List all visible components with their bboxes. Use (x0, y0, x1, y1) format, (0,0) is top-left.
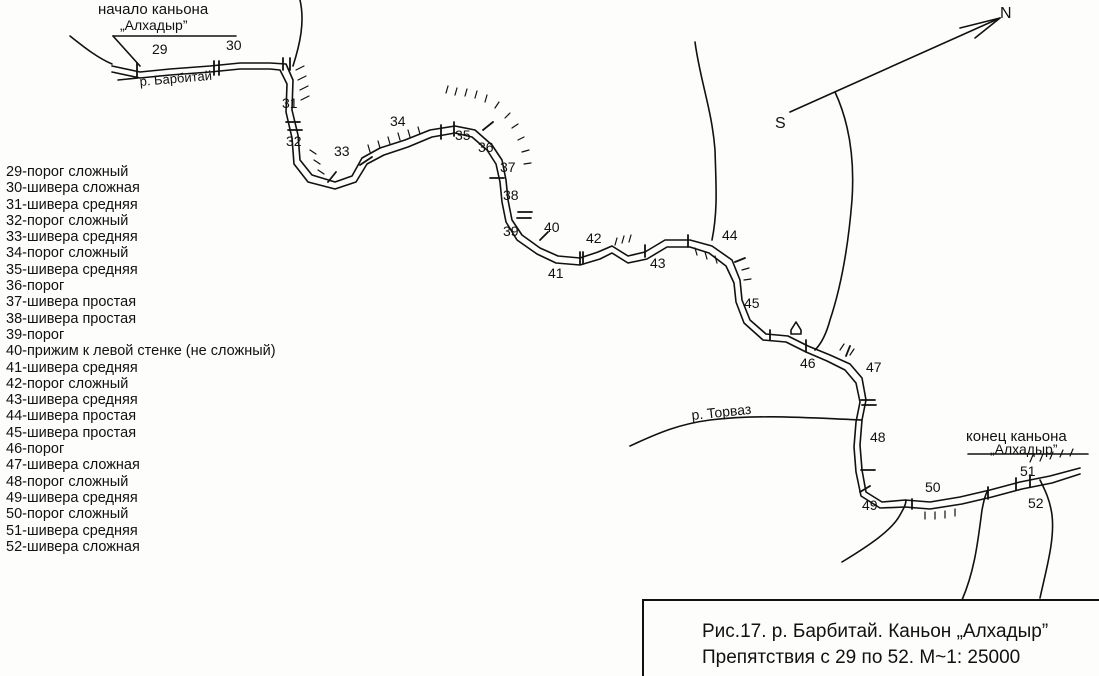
obstacle-number: 48 (870, 429, 886, 445)
obstacle-number: 37 (500, 159, 516, 175)
end-label-2: „Алхадыр” (990, 441, 1058, 457)
obstacle-number: 43 (650, 255, 666, 271)
legend-item: 40-прижим к левой стенке (не сложный) (6, 343, 276, 360)
obstacle-labels: 29 30 31 32 33 34 35 36 37 38 39 40 41 42 43 44 45 46 47 48… (152, 37, 1044, 513)
obstacle-number: 34 (390, 113, 406, 129)
river-torvaz (629, 416, 863, 447)
tributary-44 (694, 41, 717, 241)
side-stream-top (292, 0, 303, 67)
north-label: N (1000, 5, 1012, 22)
legend-item: 38-шивера простая (6, 310, 137, 327)
legend-item: 31-шивера средняя (6, 196, 138, 213)
tributary-51a (961, 489, 989, 601)
legend-item: 44-шивера простая (6, 408, 137, 425)
legend-item: 35-шивера средняя (6, 261, 138, 278)
river-main-line (111, 62, 1081, 503)
legend-item: 45-шивера простая (6, 424, 137, 441)
start-label-2: „Алхадыр” (120, 17, 188, 33)
legend-item: 51-шивера средняя (6, 522, 138, 539)
obstacle-number: 41 (548, 265, 564, 281)
end-label-1: конец каньона (966, 428, 1067, 445)
legend-item: 41-шивера средняя (6, 359, 138, 376)
obstacle-number: 33 (334, 143, 350, 159)
obstacle-number: 49 (862, 497, 878, 513)
river-torvaz-label: р. Торваз (691, 401, 752, 423)
obstacle-number: 50 (925, 479, 941, 495)
hachures (295, 65, 1074, 520)
hut-symbol (790, 321, 802, 335)
barbitai-arrow (117, 77, 139, 81)
legend-item: 39-порог (6, 326, 65, 343)
legend-item: 29-порог сложный (6, 164, 129, 180)
obstacle-number: 40 (544, 219, 560, 235)
obstacle-number: 52 (1028, 495, 1044, 511)
legend-item: 33-шивера средняя (6, 229, 138, 246)
start-pointer (112, 35, 141, 67)
tributary-46 (814, 91, 854, 351)
obstacle-ticks (136, 57, 1031, 510)
tributary-52 (1039, 479, 1054, 599)
side-stream-start (69, 35, 113, 65)
legend-item: 52-шивера сложная (6, 538, 140, 555)
obstacle-number: 47 (866, 359, 882, 375)
legend-item: 32-порог сложный (6, 212, 129, 229)
figure-caption: Рис.17. р. Барбитай. Каньон „Алхадыр” Пр… (642, 599, 1099, 676)
tributary-49 (841, 499, 907, 563)
legend-item: 50-порог сложный (6, 506, 129, 523)
obstacle-number: 44 (722, 227, 738, 243)
north-arrow-line (789, 17, 1001, 113)
legend-item: 30-шивера сложная (6, 180, 140, 197)
obstacle-number: 42 (586, 230, 602, 246)
legend-item: 43-шивера средняя (6, 392, 138, 409)
obstacle-number: 46 (800, 355, 816, 371)
north-arrow-head (959, 17, 1001, 39)
river-main-line-2 (111, 68, 1081, 510)
south-label: S (775, 115, 786, 132)
legend-item: 42-порог сложный (6, 375, 129, 392)
obstacle-number: 30 (226, 37, 242, 53)
legend-item: 49-шивера средняя (6, 489, 138, 506)
legend-item: 46-порог (6, 441, 65, 458)
river-barbitai-label: р. Барбитай (139, 68, 212, 89)
obstacle-number: 51 (1020, 463, 1036, 479)
legend-item: 47-шивера сложная (6, 457, 140, 474)
caption-line-1: Рис.17. р. Барбитай. Каньон „Алхадыр” (702, 621, 1049, 642)
obstacle-number: 31 (282, 95, 298, 111)
obstacle-number: 38 (503, 187, 519, 203)
obstacle-number: 45 (744, 295, 760, 311)
legend-item: 48-порог сложный (6, 473, 129, 490)
legend-item: 34-порог сложный (6, 245, 129, 262)
start-label-1: начало каньона (98, 1, 209, 18)
obstacle-number: 36 (478, 139, 494, 155)
obstacle-number: 29 (152, 41, 168, 57)
obstacle-number: 39 (503, 223, 519, 239)
obstacle-number: 35 (455, 127, 471, 143)
caption-line-2: Препятствия с 29 по 52. М~1: 25000 (702, 647, 1021, 668)
legend-item: 37-шивера простая (6, 294, 137, 311)
obstacle-number: 32 (286, 133, 302, 149)
legend-item: 36-порог (6, 278, 65, 295)
